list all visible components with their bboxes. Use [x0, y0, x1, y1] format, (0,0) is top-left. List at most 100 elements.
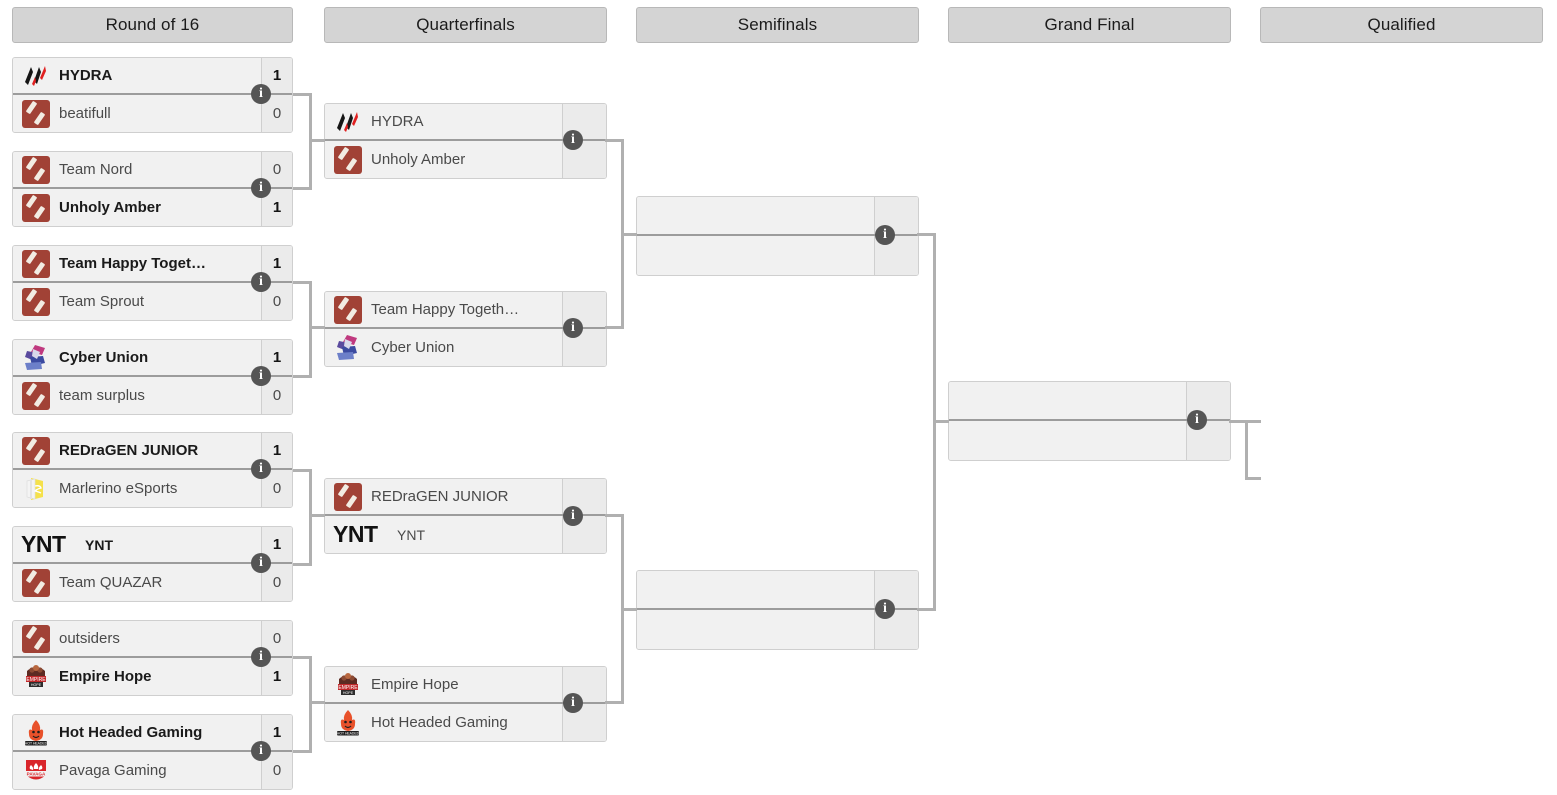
connector: [933, 420, 949, 423]
connector: [1245, 420, 1261, 423]
team-logo-cell: [325, 104, 371, 139]
match-sf-m1[interactable]: [636, 196, 919, 276]
team-row[interactable]: Cyber Union 1: [13, 340, 292, 377]
match-info-icon[interactable]: i: [1187, 410, 1207, 430]
match-info-icon[interactable]: i: [563, 693, 583, 713]
match-info-icon[interactable]: i: [563, 318, 583, 338]
team-row[interactable]: [637, 571, 918, 610]
match-r16-m6[interactable]: YNT YNT 1 Team QUAZAR 0: [12, 526, 293, 602]
team-logo-cell: [13, 189, 59, 226]
team-name: Team Sprout: [59, 293, 145, 310]
match-r16-m2[interactable]: Team Nord 0 Unholy Amber 1: [12, 151, 293, 227]
connector: [309, 656, 312, 753]
team-row[interactable]: Team Sprout 0: [13, 283, 292, 320]
team-row[interactable]: Team QUAZAR 0: [13, 564, 292, 601]
round-header-label: Qualified: [1367, 15, 1436, 34]
match-info-icon[interactable]: i: [251, 178, 271, 198]
team-row[interactable]: HYDRA 1: [13, 58, 292, 95]
team-row[interactable]: Team Nord 0: [13, 152, 292, 189]
team-logo-cell: [13, 621, 59, 656]
team-row[interactable]: [637, 610, 918, 649]
team-row[interactable]: Unholy Amber 1: [13, 189, 292, 226]
ynt-logo: YNT: [21, 531, 66, 557]
connector: [309, 469, 312, 566]
svg-text:EMPIRE: EMPIRE: [338, 685, 358, 691]
team-logo-cell: [325, 479, 371, 514]
team-row[interactable]: HOT HEADED Hot Headed Gaming: [325, 704, 606, 741]
connector: [293, 375, 312, 378]
connector: [309, 326, 325, 329]
team-row[interactable]: Cyber Union: [325, 329, 606, 366]
match-info-icon[interactable]: i: [251, 741, 271, 761]
team-row[interactable]: YNT YNT: [325, 516, 606, 553]
match-r16-m5[interactable]: REDraGEN JUNIOR 1 Marlerino eSports 0: [12, 432, 293, 508]
match-info-icon[interactable]: i: [563, 130, 583, 150]
team-name: Cyber Union: [59, 349, 149, 366]
match-info-icon[interactable]: i: [251, 647, 271, 667]
match-gf-m1[interactable]: [948, 381, 1231, 461]
match-r16-m3[interactable]: Team Happy Toget… 1 Team Sprout 0: [12, 245, 293, 321]
marlerino-logo: [26, 477, 43, 500]
team-logo-cell: [13, 340, 59, 375]
match-info-icon[interactable]: i: [251, 272, 271, 292]
team-row[interactable]: [949, 421, 1230, 460]
team-name: team surplus: [59, 387, 145, 404]
pavaga-logo: PAVAGA: [26, 759, 46, 779]
round-header-label: Grand Final: [1044, 15, 1135, 34]
team-row[interactable]: REDraGEN JUNIOR 1: [13, 433, 292, 470]
connector: [293, 563, 312, 566]
match-info-icon[interactable]: i: [875, 225, 895, 245]
dota-default-logo: [22, 436, 50, 465]
round-header-semifinals: Semifinals: [636, 7, 919, 43]
team-row[interactable]: [949, 382, 1230, 421]
dota-default-logo: [22, 381, 50, 410]
match-info-icon[interactable]: i: [251, 84, 271, 104]
team-row[interactable]: outsiders 0: [13, 621, 292, 658]
match-qf-m1[interactable]: HYDRA Unholy Amber: [324, 103, 607, 179]
match-info-icon[interactable]: i: [875, 599, 895, 619]
match-r16-m4[interactable]: Cyber Union 1 team surplus 0: [12, 339, 293, 415]
match-info-icon[interactable]: i: [251, 553, 271, 573]
team-row[interactable]: PAVAGA Pavaga Gaming 0: [13, 752, 292, 789]
team-row[interactable]: beatifull 0: [13, 95, 292, 132]
connector: [621, 233, 637, 236]
match-info-icon[interactable]: i: [563, 506, 583, 526]
team-row[interactable]: EMPIRE HOPE Empire Hope 1: [13, 658, 292, 695]
match-r16-m1[interactable]: HYDRA 1 beatifull 0: [12, 57, 293, 133]
team-name: Unholy Amber: [59, 199, 161, 216]
team-row[interactable]: team surplus 0: [13, 377, 292, 414]
team-row[interactable]: HOT HEADED Hot Headed Gaming 1: [13, 715, 292, 752]
match-info-icon[interactable]: i: [251, 366, 271, 386]
team-row[interactable]: Marlerino eSports 0: [13, 470, 292, 507]
match-r16-m7[interactable]: outsiders 0 EMPIRE HOPE Empire Hope 1: [12, 620, 293, 696]
team-logo-cell: EMPIRE HOPE: [325, 667, 371, 702]
team-name: Cyber Union: [371, 339, 455, 356]
team-name: Team Nord: [59, 161, 133, 178]
team-name: outsiders: [59, 630, 120, 647]
team-row[interactable]: Team Happy Toget… 1: [13, 246, 292, 283]
team-logo-cell: [13, 95, 59, 132]
connector: [1245, 477, 1261, 480]
match-qf-m2[interactable]: Team Happy Togeth… Cyber Union: [324, 291, 607, 367]
team-row[interactable]: [637, 236, 918, 275]
team-row[interactable]: YNT YNT 1: [13, 527, 292, 564]
match-qf-m3[interactable]: REDraGEN JUNIOR YNT YNT: [324, 478, 607, 554]
team-row[interactable]: Unholy Amber: [325, 141, 606, 178]
connector: [1229, 420, 1248, 423]
connector: [309, 281, 312, 378]
match-r16-m8[interactable]: HOT HEADED Hot Headed Gaming 1 PAVAGA Pa…: [12, 714, 293, 790]
dota-default-logo: [22, 155, 50, 184]
team-logo-cell: PAVAGA: [13, 752, 59, 789]
team-logo-cell: [13, 283, 59, 320]
match-info-icon[interactable]: i: [251, 459, 271, 479]
connector: [293, 656, 312, 659]
match-qf-m4[interactable]: EMPIRE HOPE Empire Hope HOT HEADED Ho: [324, 666, 607, 742]
team-name: REDraGEN JUNIOR: [371, 488, 509, 505]
round-header-label: Round of 16: [105, 15, 200, 34]
round-header-label: Semifinals: [737, 15, 818, 34]
team-row[interactable]: EMPIRE HOPE Empire Hope: [325, 667, 606, 704]
team-logo-cell: [13, 564, 59, 601]
team-row[interactable]: REDraGEN JUNIOR: [325, 479, 606, 516]
cyber-union-logo: [337, 334, 357, 360]
connector: [917, 233, 936, 236]
